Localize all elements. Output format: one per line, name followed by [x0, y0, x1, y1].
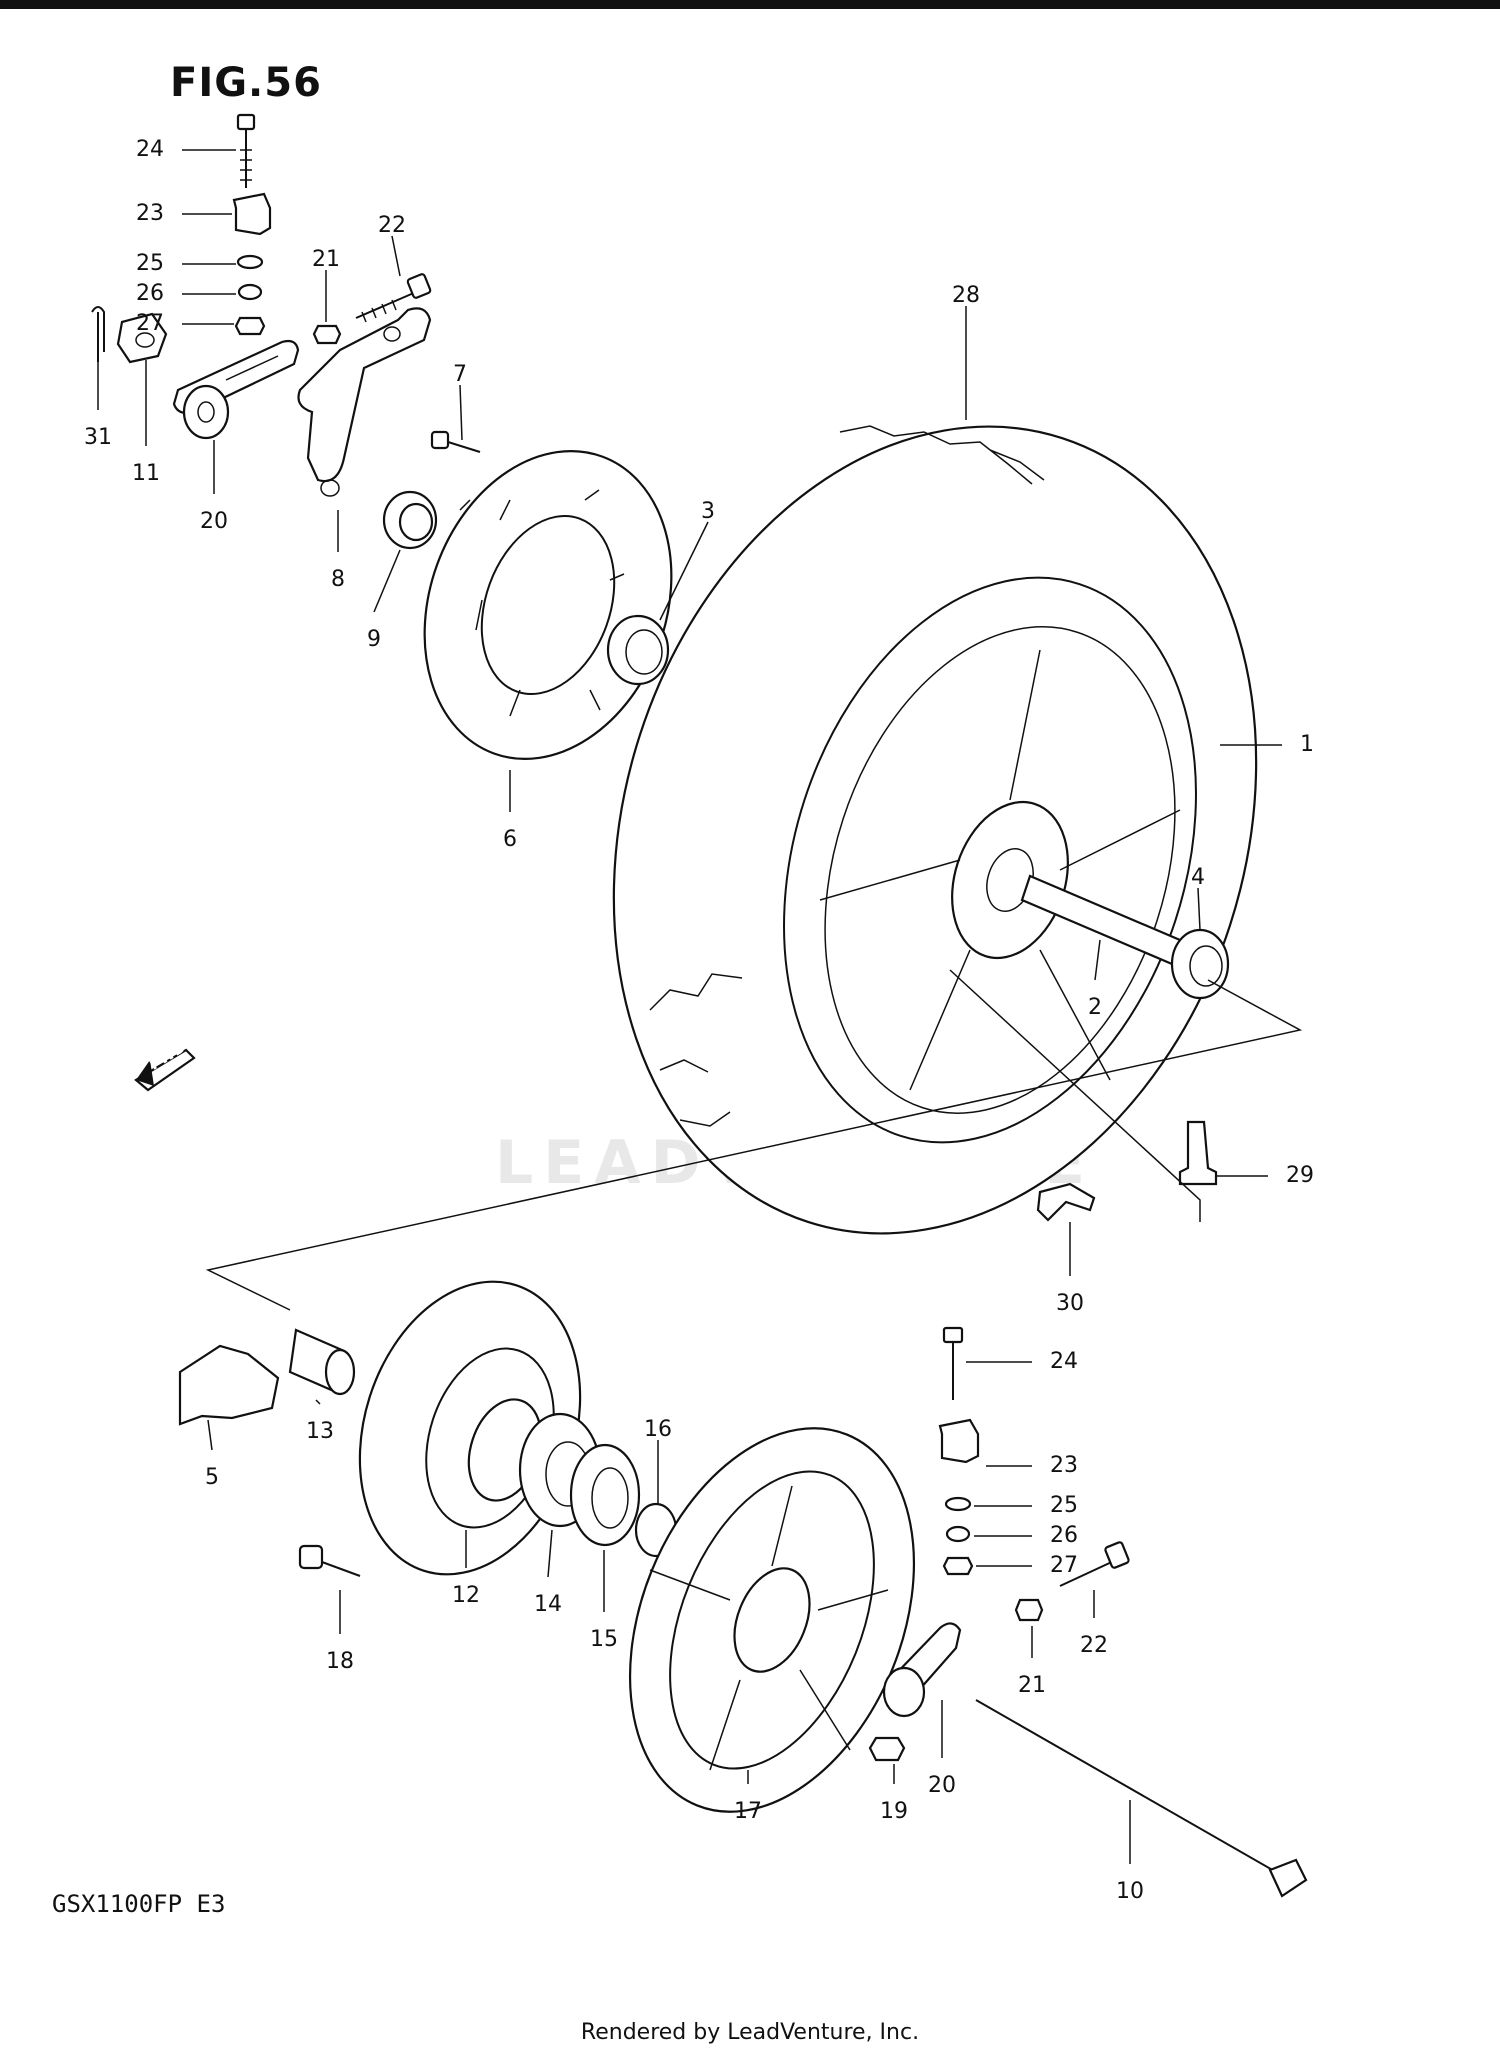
oil-seal-15 — [569, 1443, 641, 1547]
callout-label-30: 30 — [1056, 1291, 1084, 1316]
callout-leader-14 — [547, 1529, 553, 1578]
callout-label-21: 21 — [312, 247, 340, 272]
callout-label-25: 25 — [1050, 1493, 1078, 1518]
washer-25-lower — [944, 1496, 972, 1512]
callout-label-2: 2 — [1088, 995, 1102, 1020]
callout-label-27: 27 — [1050, 1553, 1078, 1578]
chain-adjuster-20-lower — [882, 1622, 962, 1718]
washer-26-lower — [945, 1525, 971, 1543]
callout-label-18: 18 — [326, 1649, 354, 1674]
nut-19 — [868, 1736, 906, 1762]
callout-label-3: 3 — [701, 499, 715, 524]
nut-plate-23-upper — [232, 192, 272, 236]
footer-credit: Rendered by LeadVenture, Inc. — [580, 2020, 920, 2045]
clip-30 — [1036, 1182, 1096, 1222]
callout-leader-4 — [1197, 887, 1201, 931]
tire-valve-29 — [1178, 1120, 1218, 1186]
callout-label-7: 7 — [453, 362, 467, 387]
callout-label-24: 24 — [136, 137, 164, 162]
model-code: GSX1100FP E3 — [52, 1890, 226, 1918]
callout-label-1: 1 — [1300, 732, 1314, 757]
cotter-pin-31 — [91, 306, 105, 362]
callout-label-22: 22 — [378, 213, 406, 238]
callout-label-13: 13 — [306, 1419, 334, 1444]
torque-link-8 — [297, 307, 432, 497]
callout-label-11: 11 — [132, 461, 160, 486]
callout-label-8: 8 — [331, 567, 345, 592]
callout-label-9: 9 — [367, 627, 381, 652]
fwd-arrow-icon — [134, 1048, 196, 1092]
callout-label-27: 27 — [136, 311, 164, 336]
damper-holder-5 — [178, 1344, 280, 1426]
nut-21-upper — [312, 324, 342, 345]
callout-leader-3 — [659, 521, 709, 621]
callout-label-28: 28 — [952, 283, 980, 308]
callout-label-4: 4 — [1191, 865, 1205, 890]
callout-label-23: 23 — [136, 201, 164, 226]
callout-label-29: 29 — [1286, 1163, 1314, 1188]
castle-nut-11 — [116, 312, 168, 364]
callout-leader-9 — [373, 549, 401, 613]
callout-label-22: 22 — [1080, 1633, 1108, 1658]
callout-label-17: 17 — [734, 1799, 762, 1824]
bolt-24-lower — [942, 1326, 964, 1400]
nut-27-upper — [234, 316, 266, 336]
assembly-line — [205, 979, 1303, 1311]
rear-sprocket-17 — [628, 1427, 916, 1813]
callout-leader-5 — [207, 1419, 213, 1451]
bolt-24-upper — [236, 113, 256, 188]
brake-disc-6 — [423, 450, 673, 760]
chain-adjuster-20-upper — [172, 339, 300, 440]
bolt-22-upper — [355, 273, 432, 323]
callout-label-20: 20 — [928, 1773, 956, 1798]
assembly-line — [949, 969, 1201, 1222]
callout-label-19: 19 — [880, 1799, 908, 1824]
callout-leader-7 — [459, 384, 463, 441]
callout-label-31: 31 — [84, 425, 112, 450]
washer-26-upper — [237, 283, 263, 301]
callout-leader-2 — [1094, 939, 1101, 981]
callout-label-24: 24 — [1050, 1349, 1078, 1374]
callout-label-14: 14 — [534, 1592, 562, 1617]
bearing-3 — [606, 614, 670, 686]
callout-label-10: 10 — [1116, 1879, 1144, 1904]
nut-27-lower — [942, 1556, 974, 1576]
nut-21-lower — [1014, 1598, 1044, 1622]
bearing-4 — [1170, 928, 1230, 1000]
figure-title: FIG.56 — [170, 60, 322, 106]
callout-leader-22 — [391, 235, 401, 277]
washer-25-upper — [236, 254, 264, 270]
spacer-9 — [382, 490, 438, 550]
callout-label-26: 26 — [1050, 1523, 1078, 1548]
callout-label-12: 12 — [452, 1583, 480, 1608]
callout-label-20: 20 — [200, 509, 228, 534]
bolt-7 — [430, 430, 481, 453]
bolt-22-lower — [1059, 1541, 1130, 1587]
callout-label-25: 25 — [136, 251, 164, 276]
callout-leader-13 — [315, 1399, 321, 1405]
callout-label-23: 23 — [1050, 1453, 1078, 1478]
callout-label-6: 6 — [503, 827, 517, 852]
callout-label-16: 16 — [644, 1417, 672, 1442]
tire-28 — [612, 425, 1258, 1235]
callout-label-5: 5 — [205, 1465, 219, 1490]
callout-label-21: 21 — [1018, 1673, 1046, 1698]
collar-13 — [288, 1328, 356, 1396]
top-border — [0, 0, 1500, 9]
callout-labels: 1234567891011121314151617181920202121222… — [84, 137, 1314, 1904]
callout-label-26: 26 — [136, 281, 164, 306]
wheel-rim-1 — [783, 576, 1197, 1144]
bolt-18 — [298, 1544, 361, 1577]
axle-10 — [975, 1699, 1308, 1898]
nut-plate-23-lower — [938, 1418, 980, 1464]
callout-label-15: 15 — [590, 1627, 618, 1652]
